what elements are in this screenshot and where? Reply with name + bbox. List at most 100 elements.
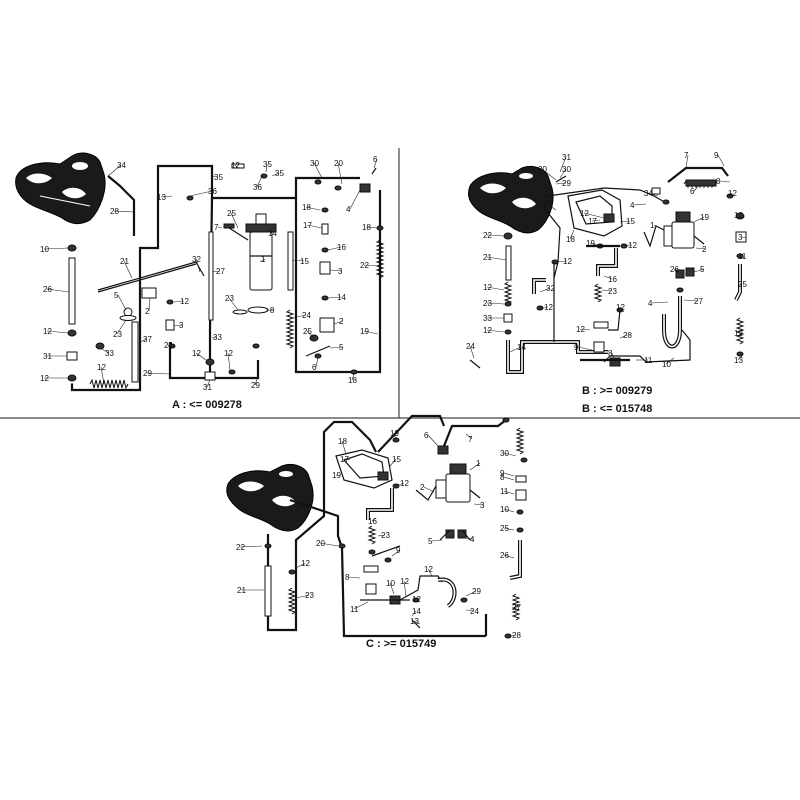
part-number-label: 29 xyxy=(562,179,571,188)
part-number-label: 12 xyxy=(412,595,421,604)
leader-line xyxy=(327,296,342,299)
part-number-label: 12 xyxy=(616,303,625,312)
part-number-label: 3 xyxy=(480,501,485,510)
leader-line xyxy=(463,537,475,540)
part-number-label: 18 xyxy=(362,223,371,232)
part-number-label: 3 xyxy=(338,267,343,276)
leader-line xyxy=(619,306,625,313)
part-number-label: 6 xyxy=(373,155,378,164)
part-number-label: 30 xyxy=(310,159,319,168)
leader-line xyxy=(665,357,675,365)
part-number-label: 31 xyxy=(562,153,571,162)
part-number-label: 16 xyxy=(337,243,346,252)
leader-line xyxy=(555,260,568,263)
leader-line xyxy=(100,366,105,385)
part-number-label: 18 xyxy=(302,203,311,212)
leader-line xyxy=(239,545,263,548)
part-number-label: 28 xyxy=(512,631,521,640)
part-number-label: 25 xyxy=(500,524,509,533)
part-number-label: 36 xyxy=(253,183,262,192)
leader-line xyxy=(228,297,239,311)
leader-line xyxy=(306,224,323,229)
leader-line xyxy=(195,352,207,361)
part-number-label: 30 xyxy=(562,165,571,174)
part-number-label: 21 xyxy=(483,253,492,262)
part-number-label: 5 xyxy=(428,537,433,546)
leader-line xyxy=(509,634,517,637)
part-number-label: 29 xyxy=(251,381,260,390)
leader-line xyxy=(503,527,515,531)
part-number-label: 32 xyxy=(546,284,555,293)
part-number-label: 32 xyxy=(192,255,201,264)
part-number-label: 6 xyxy=(312,363,317,372)
leader-line xyxy=(541,168,557,181)
part-number-label: 12 xyxy=(43,327,52,336)
part-number-label: 14 xyxy=(412,607,421,616)
part-number-label: 4 xyxy=(648,299,653,308)
leader-line xyxy=(395,482,405,487)
leader-line xyxy=(211,270,221,273)
leader-line xyxy=(473,503,485,506)
part-number-label: 9 xyxy=(574,343,579,352)
leader-line xyxy=(693,268,705,273)
leader-line xyxy=(741,236,747,239)
part-number-label: 12 xyxy=(424,565,433,574)
part-number-label: 23 xyxy=(113,330,122,339)
part-number-label: 23 xyxy=(305,591,314,600)
leader-line xyxy=(349,189,361,210)
part-number-label: 12 xyxy=(400,479,409,488)
part-number-label: 17 xyxy=(340,455,349,464)
leader-line xyxy=(539,306,549,309)
fuel-tank-a xyxy=(15,152,106,225)
part-number-label: 35 xyxy=(263,160,272,169)
part-number-label: 27 xyxy=(512,603,521,612)
leader-line xyxy=(46,330,69,334)
part-number-label: 5 xyxy=(114,291,119,300)
leader-line xyxy=(313,162,323,179)
part-number-label: 12 xyxy=(576,325,585,334)
part-number-label: 27 xyxy=(216,267,225,276)
part-number-label: 9 xyxy=(396,546,401,555)
part-number-label: 23 xyxy=(381,531,390,540)
leader-line xyxy=(335,474,341,477)
leader-line xyxy=(265,163,268,173)
leader-line xyxy=(116,319,127,335)
part-number-label: 29 xyxy=(472,587,481,596)
leader-line xyxy=(729,192,733,197)
part-number-label: 20 xyxy=(334,159,343,168)
part-number-label: 19 xyxy=(390,429,399,438)
part-number-label: 23 xyxy=(483,299,492,308)
leader-line xyxy=(673,268,679,275)
part-number-label: 25 xyxy=(738,280,747,289)
part-number-label: 28 xyxy=(623,331,632,340)
part-number-label: 12 xyxy=(40,374,49,383)
leader-line xyxy=(113,210,135,213)
leader-line xyxy=(167,344,173,347)
leader-line xyxy=(601,289,613,292)
leader-line xyxy=(173,324,184,327)
part-number-label: 10 xyxy=(386,579,395,588)
part-number-label: 33 xyxy=(483,314,492,323)
leader-line xyxy=(693,216,705,223)
leader-line xyxy=(363,264,379,267)
leader-line xyxy=(256,175,263,188)
part-number-label: 15 xyxy=(300,257,309,266)
leader-line xyxy=(427,434,439,447)
leader-line xyxy=(741,255,745,259)
leader-line xyxy=(117,294,127,311)
caption-b-line-1: B : >= 009279 xyxy=(582,385,652,397)
part-number-label: 2 xyxy=(145,307,150,316)
leader-line xyxy=(513,606,517,609)
part-number-label: 11 xyxy=(350,605,359,614)
part-number-label: 12 xyxy=(231,161,240,170)
leader-line xyxy=(486,256,507,261)
leader-line xyxy=(329,269,343,272)
part-number-label: 22 xyxy=(360,261,369,270)
part-number-label: 25 xyxy=(303,327,312,336)
leader-line xyxy=(211,175,219,178)
leader-line xyxy=(619,220,631,223)
part-number-label: 23 xyxy=(225,294,234,303)
part-number-label: 12 xyxy=(728,189,737,198)
leader-line xyxy=(503,554,515,559)
leader-line xyxy=(363,330,379,335)
